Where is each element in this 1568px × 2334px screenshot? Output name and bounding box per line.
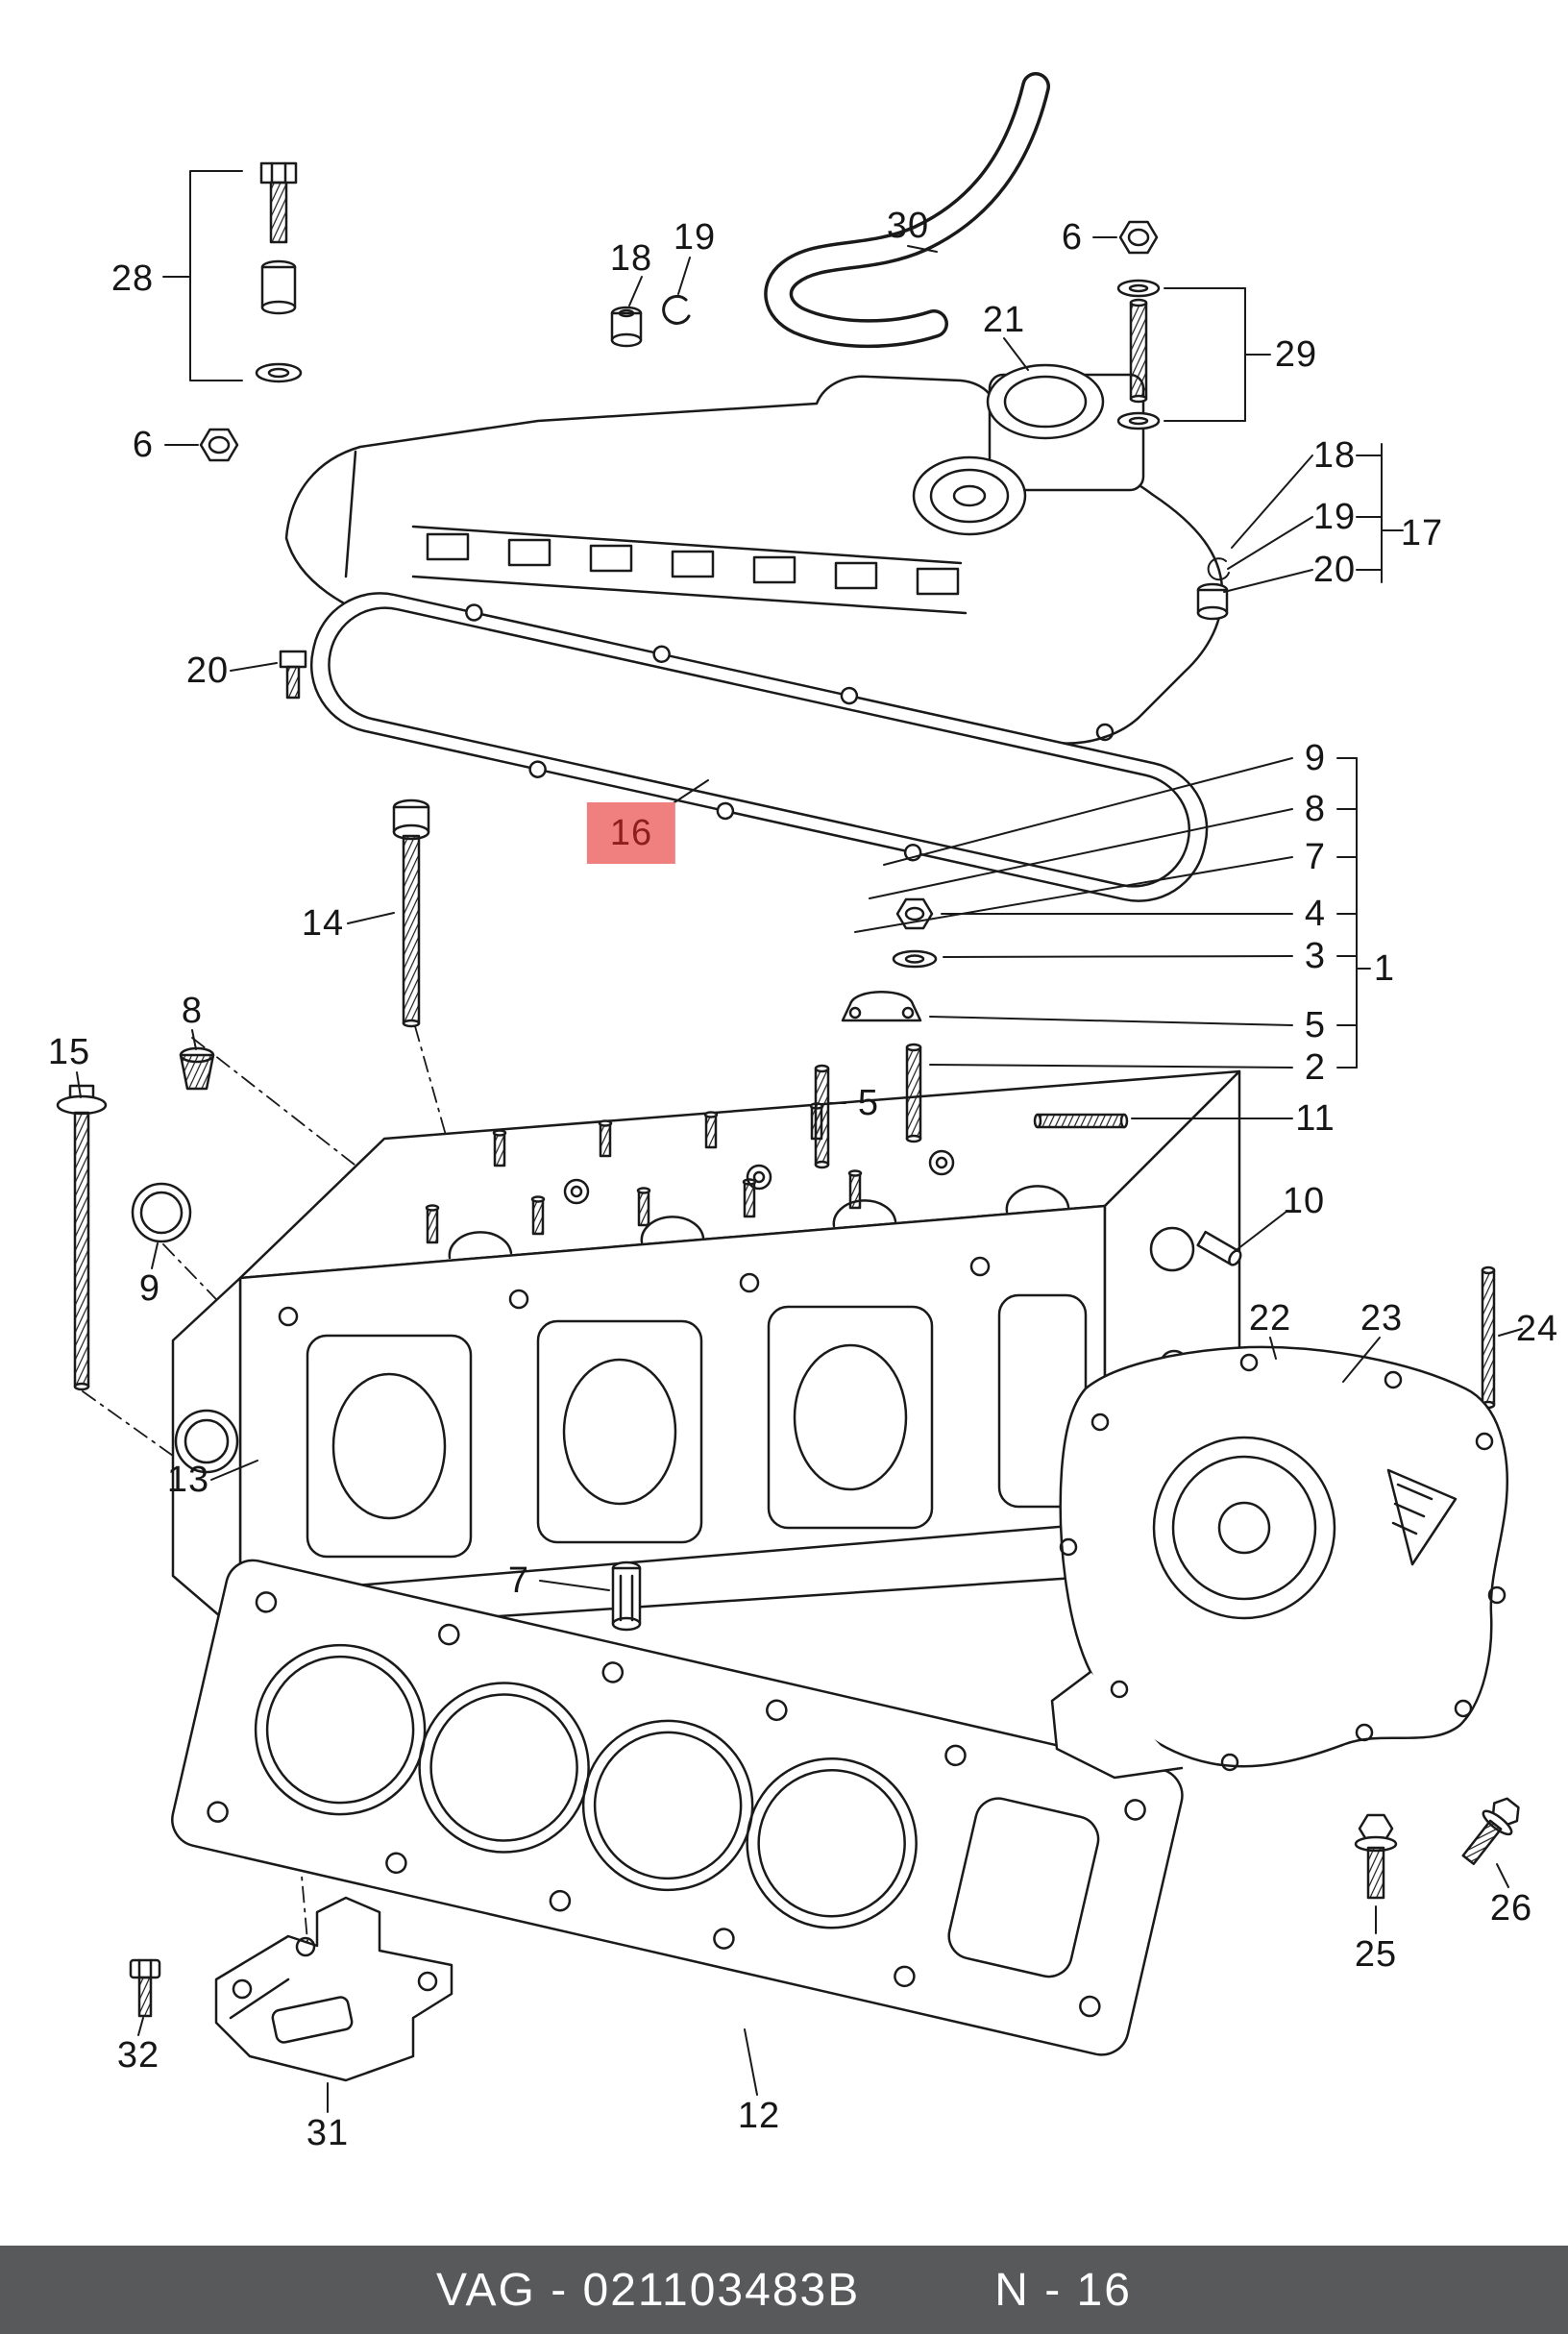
callout-32: 32	[116, 2035, 160, 2076]
bracket-31-drawing	[214, 1896, 453, 2082]
timing-cover-drawing	[1050, 1345, 1508, 1780]
footer-page-ref: N - 16	[994, 2264, 1132, 2316]
callout-3: 3	[1304, 936, 1327, 976]
callout-25: 25	[1354, 1934, 1398, 1975]
callout-9-right: 9	[1304, 738, 1327, 778]
callout-14: 14	[301, 903, 345, 944]
callout-30: 30	[886, 206, 930, 246]
footer-part-number: VAG - 021103483B	[436, 2264, 861, 2316]
callout-6-left: 6	[132, 425, 155, 465]
stud-29-drawing	[1116, 279, 1161, 430]
callout-18-right: 18	[1312, 435, 1357, 476]
callout-1: 1	[1373, 948, 1396, 989]
washer-3-drawing	[892, 949, 938, 969]
stud-5-drawing	[814, 1064, 830, 1169]
callout-2: 2	[1304, 1047, 1327, 1088]
callout-11: 11	[1295, 1098, 1335, 1139]
callout-18-top: 18	[609, 238, 653, 279]
callout-15: 15	[47, 1032, 91, 1072]
callout-8-left: 8	[181, 991, 204, 1031]
callout-17: 17	[1400, 513, 1444, 553]
stud-2-drawing	[905, 1043, 922, 1143]
breather-hose-drawing	[764, 72, 1050, 349]
callout-10: 10	[1282, 1181, 1326, 1221]
callout-24: 24	[1515, 1309, 1559, 1349]
callout-9-left: 9	[138, 1268, 161, 1309]
oil-cap-ring-drawing	[986, 363, 1105, 440]
callout-26: 26	[1489, 1888, 1533, 1929]
bolt-28-drawing	[255, 161, 303, 383]
callout-20-left: 20	[185, 651, 230, 691]
callout-22: 22	[1248, 1298, 1292, 1339]
leader-lines	[76, 170, 1523, 2113]
callout-12: 12	[737, 2096, 781, 2136]
callout-8-right: 8	[1304, 789, 1327, 829]
exploded-view-drawing	[56, 72, 1523, 2113]
exploded-diagram: 28 18 19 30 6 21 29 6 18 19 20 17 20 16 …	[47, 72, 1559, 2153]
stud-15-drawing	[56, 1084, 108, 1391]
callout-13: 13	[166, 1460, 210, 1500]
dowel-7-drawing	[611, 1560, 642, 1632]
valve-cover-gasket-drawing	[309, 592, 1209, 902]
nut-6-left-drawing	[199, 428, 239, 462]
nut-4-drawing	[895, 897, 934, 930]
grommet-18-drawing	[610, 306, 643, 348]
bearing-cap-5-drawing	[841, 991, 922, 1022]
bolt-32-drawing	[129, 1958, 161, 2018]
head-gasket-drawing	[171, 1559, 1184, 2056]
callout-19-top: 19	[673, 217, 717, 258]
callout-7-left: 7	[507, 1560, 530, 1601]
callout-29: 29	[1274, 334, 1318, 375]
callout-4: 4	[1304, 894, 1327, 934]
stud-11-drawing	[1033, 1113, 1129, 1129]
bolt-14-drawing	[392, 798, 430, 1028]
callout-21: 21	[982, 300, 1026, 340]
plug-8-drawing	[179, 1046, 215, 1091]
callout-28: 28	[110, 258, 155, 299]
callout-20-right: 20	[1312, 550, 1357, 590]
circlip-19-drawing	[662, 294, 691, 325]
cup-plug-9-drawing	[131, 1182, 192, 1243]
bolt-25-drawing	[1354, 1813, 1398, 1900]
callout-5-middle: 5	[857, 1083, 880, 1123]
callout-23: 23	[1360, 1298, 1404, 1339]
callout-19-right: 19	[1312, 497, 1357, 537]
footer-bar: VAG - 021103483B N - 16	[0, 2246, 1568, 2334]
bolt-26-drawing	[1461, 1797, 1520, 1866]
callout-6-top-right: 6	[1061, 217, 1084, 258]
callout-16-highlighted: 16	[586, 802, 676, 864]
stud-24-drawing	[1481, 1265, 1496, 1410]
callout-5-right: 5	[1304, 1005, 1327, 1045]
bolt-20-drawing	[279, 650, 307, 700]
vent-grommet-right-drawing	[1196, 557, 1230, 621]
callout-7-right: 7	[1304, 837, 1327, 877]
pin-10-drawing	[1196, 1230, 1242, 1266]
nut-6-right-drawing	[1118, 220, 1159, 255]
callout-31: 31	[306, 2113, 350, 2153]
